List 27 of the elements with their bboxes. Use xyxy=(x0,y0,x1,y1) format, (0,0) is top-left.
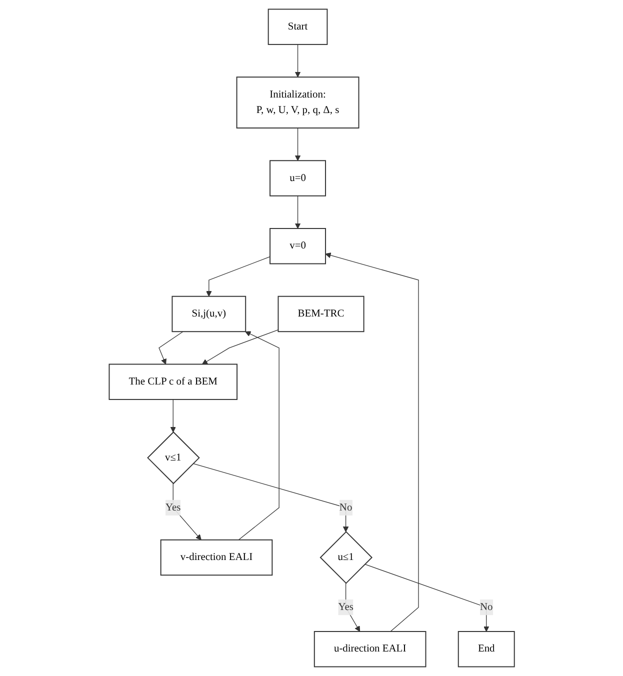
node-box: Initialization: P, w, U, V, p, q, Δ, s xyxy=(236,76,359,128)
arrow xyxy=(158,331,184,364)
node-box: v-direction EALI xyxy=(160,539,272,576)
node-box: BEM-TRC xyxy=(277,296,364,332)
arrow xyxy=(202,329,278,364)
edge-label: Yes xyxy=(165,502,180,513)
edge-label: Yes xyxy=(338,602,354,613)
arrow xyxy=(192,463,348,532)
node-diamond: v≤1 xyxy=(146,431,200,484)
node-box: Si,j(u,v) xyxy=(171,296,246,332)
arrow xyxy=(364,564,489,632)
arrow xyxy=(170,399,176,432)
node-box: u=0 xyxy=(269,160,326,196)
node-box: The CLP c of a BEM xyxy=(108,364,238,400)
node-box: Start xyxy=(268,8,328,45)
edge-label: No xyxy=(339,502,352,513)
arrow xyxy=(206,256,270,297)
edge-label: No xyxy=(480,602,492,613)
node-box: u-direction EALI xyxy=(314,631,426,668)
node-box: v=0 xyxy=(269,228,326,264)
arrow xyxy=(294,196,300,229)
arrow xyxy=(294,44,300,78)
node-diamond: u≤1 xyxy=(319,531,372,584)
arrow xyxy=(172,483,202,540)
node-box: End xyxy=(458,631,515,668)
arrow xyxy=(238,331,280,540)
arrow xyxy=(294,128,300,161)
